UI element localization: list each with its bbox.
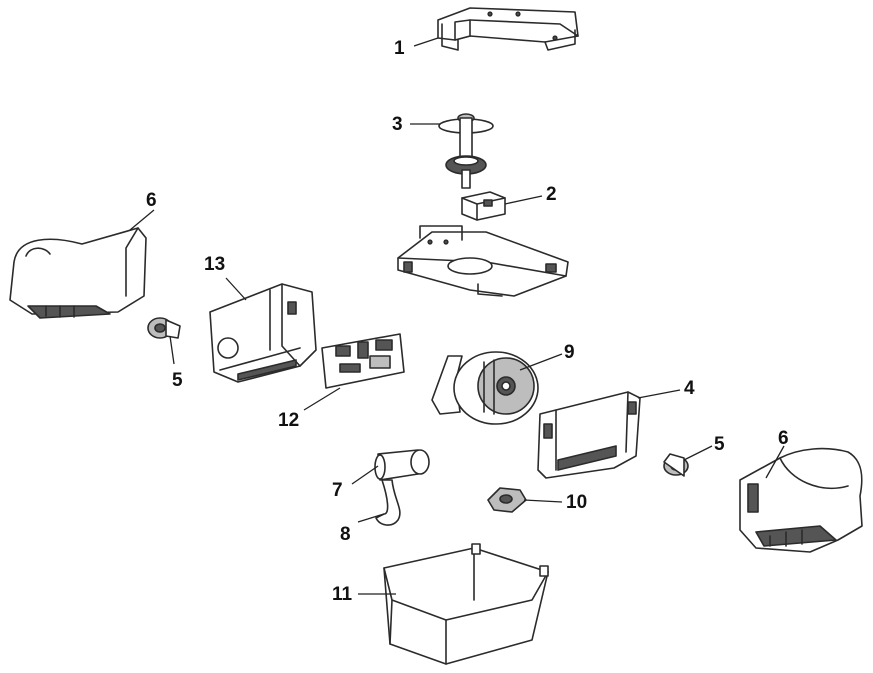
callout-8: 8 [340,524,351,545]
callout-13: 13 [204,254,225,275]
part-10-cam [487,487,527,513]
part-12-circuit-board [321,333,405,389]
callout-3: 3 [392,114,403,135]
callout-11: 11 [332,584,353,605]
part-6-end-cover-right [739,447,863,553]
callout-5-right: 5 [714,434,725,455]
callout-10: 10 [566,492,587,513]
callout-9: 9 [564,342,575,363]
part-11-tray [383,543,549,665]
part-5-socket-left [147,317,181,339]
callout-1: 1 [394,38,405,59]
part-3-gear-shaft [438,113,494,189]
part-2-block [461,191,506,221]
callout-2: 2 [546,184,557,205]
callout-5-left: 5 [172,370,183,391]
callout-12: 12 [278,410,299,431]
part-1-bracket [437,7,579,51]
part-5-socket-right [663,453,689,477]
chassis-plate [397,225,569,297]
part-7-lens [374,449,430,481]
callout-numbers: 1 3 2 4 5 5 6 6 7 8 9 10 11 12 13 [146,38,789,605]
callout-7: 7 [332,480,343,501]
part-4-housing [537,391,641,479]
callout-4: 4 [684,378,695,399]
callout-6-left: 6 [146,190,157,211]
callout-6-right: 6 [778,428,789,449]
leader-lines [129,37,785,595]
part-8-hook [375,479,401,526]
part-13-housing [209,283,317,383]
part-9-motor [431,351,539,425]
part-6-end-cover-left [9,227,147,319]
